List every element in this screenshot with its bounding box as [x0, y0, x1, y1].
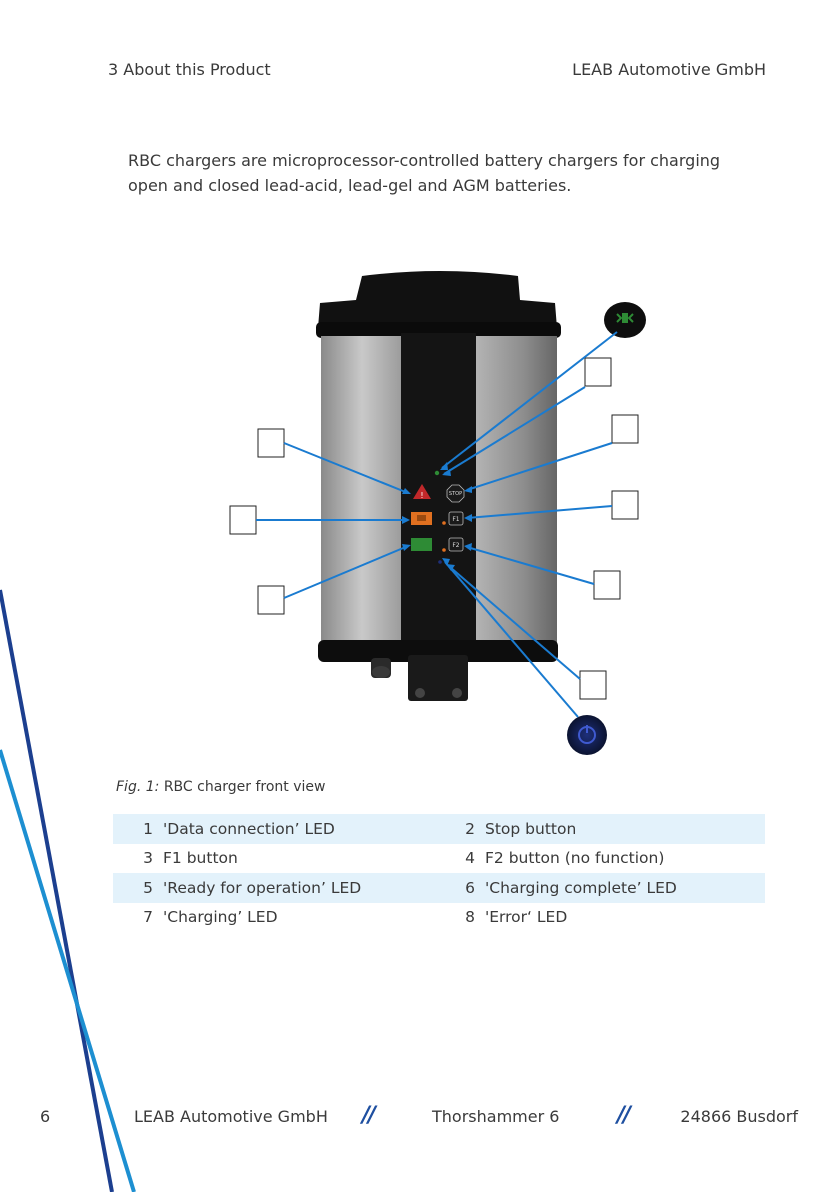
charging-complete-led — [411, 538, 432, 551]
f2-button-label: F2 — [452, 542, 459, 549]
f1-indicator-led — [442, 521, 446, 525]
legend-label: F2 button (no function) — [485, 849, 665, 868]
legend-row: 3 F1 button 4 F2 button (no function) — [113, 844, 765, 874]
data-connection-detail-icon — [604, 302, 646, 338]
callout-box-2 — [611, 414, 639, 444]
figure-legend: 1 'Data connection’ LED 2 Stop button 3 F1 … — [113, 814, 765, 932]
legend-label: F1 button — [163, 849, 238, 868]
callout-box-3 — [611, 490, 639, 520]
ready-led — [438, 560, 442, 564]
legend-label: 'Charging complete’ LED — [485, 878, 677, 897]
legend-number: 5 — [143, 878, 153, 897]
data-connection-led — [434, 470, 440, 476]
footer-street: Thorshammer 6 — [432, 1107, 560, 1126]
callout-box-4 — [593, 570, 621, 600]
intro-paragraph: RBC chargers are microprocessor-controll… — [128, 151, 721, 195]
legend-label: 'Data connection’ LED — [163, 819, 335, 838]
figure-caption-label: Fig. 1: — [116, 779, 160, 795]
footer-separator: // — [617, 1103, 631, 1128]
legend-label: 'Charging’ LED — [163, 908, 278, 927]
legend-row: 7 'Charging’ LED 8 'Error‘ LED — [113, 903, 765, 933]
figure-caption-text: RBC charger front view — [163, 779, 326, 795]
header-company: LEAB Automotive GmbH — [572, 60, 766, 79]
f1-button[interactable]: F1 — [448, 511, 464, 526]
legend-number: 8 — [465, 908, 475, 927]
stop-button-label: STOP — [449, 491, 462, 497]
legend-number: 6 — [465, 878, 475, 897]
f2-indicator-led — [442, 548, 446, 552]
f2-button[interactable]: F2 — [448, 537, 464, 552]
f1-button-label: F1 — [452, 516, 459, 523]
legend-number: 1 — [143, 819, 153, 838]
legend-row: 1 'Data connection’ LED 2 Stop button — [113, 814, 765, 844]
charger-side-right — [474, 336, 557, 646]
cable-gland — [371, 658, 391, 678]
footer-company: LEAB Automotive GmbH — [134, 1107, 328, 1126]
error-led — [413, 484, 431, 499]
charger-top-cap — [316, 271, 561, 338]
footer-page-number: 6 — [40, 1107, 51, 1126]
stop-button[interactable]: STOP — [446, 484, 465, 503]
legend-number: 2 — [465, 819, 475, 838]
footer-separator: // — [362, 1103, 376, 1128]
legend-row: 5 'Ready for operation’ LED 6 'Charging co… — [113, 873, 765, 903]
legend-number: 7 — [143, 908, 153, 927]
svg-text:!: ! — [420, 491, 423, 500]
callout-box-8 — [257, 585, 285, 615]
charger-bottom-cap — [318, 640, 558, 662]
legend-label: 'Error‘ LED — [485, 908, 568, 927]
callout-box-1 — [584, 357, 612, 387]
callout-box-5 — [579, 670, 607, 700]
footer-city: 24866 Busdorf — [680, 1107, 798, 1126]
legend-label: Stop button — [485, 819, 577, 838]
figure-caption: Fig. 1: RBC charger front view — [116, 779, 325, 795]
callout-lines — [256, 331, 618, 718]
legend-number: 4 — [465, 849, 475, 868]
header-section-title: 3 About this Product — [108, 60, 271, 79]
callout-box-7 — [229, 505, 257, 535]
legend-number: 3 — [143, 849, 153, 868]
charger-side-left — [321, 336, 403, 646]
legend-label: 'Ready for operation’ LED — [163, 878, 362, 897]
ready-detail-icon — [567, 715, 607, 755]
